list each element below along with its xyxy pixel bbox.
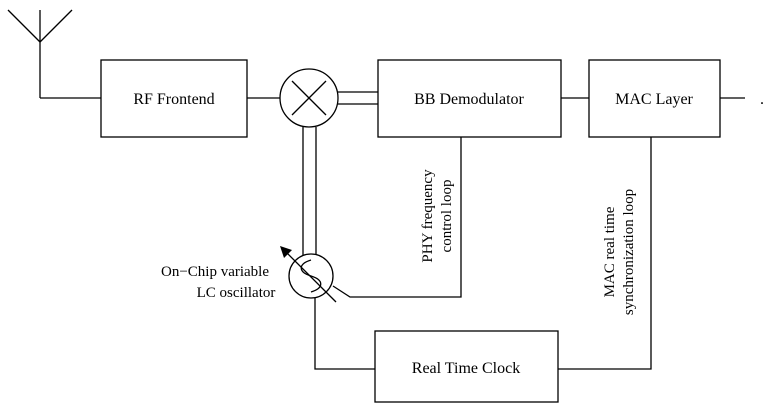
- bb-demodulator-label: BB Demodulator: [414, 91, 524, 108]
- phy-loop-label-line2: control loop: [439, 180, 455, 253]
- rf-frontend-block: RF Frontend: [100, 59, 248, 138]
- trailing-dot: .: [760, 91, 764, 108]
- mac-loop-label-line2: synchronization loop: [621, 189, 637, 315]
- mac-sync-loop-line: [558, 137, 652, 370]
- mixer-to-demod-double-line: [338, 91, 378, 105]
- antenna-icon: [7, 9, 73, 98]
- sine-oscillator-icon: [288, 253, 334, 299]
- mac-layer-block: MAC Layer: [588, 59, 721, 138]
- phy-loop-label-line1: PHY frequency: [420, 169, 436, 263]
- real-time-clock-label: Real Time Clock: [412, 360, 520, 377]
- oscillator-label-line1: On−Chip variable: [161, 264, 269, 280]
- bb-demodulator-block: BB Demodulator: [377, 59, 562, 138]
- phy-loop-label: PHY frequency control loop: [420, 169, 455, 263]
- oscillator-to-clock-line: [314, 298, 375, 370]
- mac-loop-label-line1: MAC real time: [602, 206, 618, 297]
- variable-arrow-icon: [280, 246, 337, 303]
- mac-layer-label: MAC Layer: [615, 91, 693, 108]
- oscillator-label-line2: LC oscillator: [197, 285, 276, 301]
- rf-frontend-label: RF Frontend: [133, 91, 214, 108]
- real-time-clock-block: Real Time Clock: [374, 330, 559, 403]
- mac-loop-label: MAC real time synchronization loop: [602, 189, 637, 315]
- phy-control-loop-line: [332, 137, 462, 298]
- mixer-icon: [279, 68, 339, 128]
- mixer-to-oscillator-double-line: [302, 127, 317, 256]
